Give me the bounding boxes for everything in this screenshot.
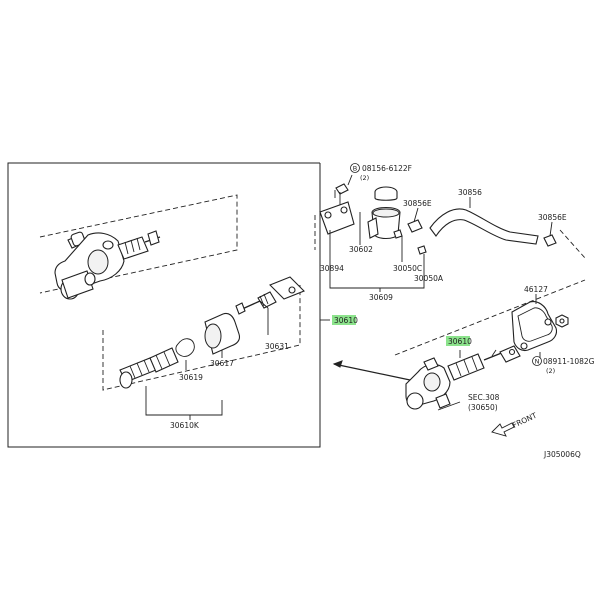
hose-30856 <box>429 197 539 245</box>
label-nut-qty: (2) <box>546 367 555 375</box>
piston-assembly <box>119 347 179 389</box>
label-30610-callout: 30610 <box>334 316 358 325</box>
label-30050C: 30050C <box>393 264 422 273</box>
screw-30050C <box>393 229 403 262</box>
label-30617: 30617 <box>210 359 234 368</box>
exploded-view-frame <box>7 162 321 448</box>
nut-label: N 08911-1082G (2) <box>532 356 595 375</box>
label-30631: 30631 <box>265 342 289 351</box>
dashed-guide-upper <box>39 194 238 294</box>
bolt-label: B 08156-6122F (2) <box>350 163 412 182</box>
label-30894: 30894 <box>320 264 344 273</box>
highlight-30610-callout <box>332 315 356 325</box>
nut-circled-letter: N <box>535 358 540 366</box>
dashed-guide-right-2 <box>559 229 586 259</box>
mounting-bracket-30894 <box>319 190 355 262</box>
label-30856E-right: 30856E <box>538 213 567 222</box>
label-30610K: 30610K <box>170 421 200 430</box>
nut-08911-1082G <box>539 314 569 358</box>
label-30602: 30602 <box>349 245 373 254</box>
seal-30050A <box>417 245 427 272</box>
label-30609: 30609 <box>369 293 393 302</box>
cap-30856E <box>407 207 423 233</box>
dashed-guide-right <box>394 279 586 356</box>
reservoir-30602 <box>359 206 401 245</box>
label-bolt-qty: (2) <box>360 174 369 182</box>
clamp-30856E <box>543 221 557 247</box>
master-cylinder-assembly-left <box>54 230 161 300</box>
label-08911-1082G: 08911-1082G <box>543 357 595 366</box>
label-30856: 30856 <box>458 188 482 197</box>
label-30619: 30619 <box>179 373 203 382</box>
kit-bracket <box>145 386 223 416</box>
highlight-30610-right <box>446 336 470 346</box>
label-30050A: 30050A <box>414 274 444 283</box>
reservoir-assy-bracket <box>329 262 425 289</box>
label-08156-6122F: 08156-6122F <box>362 164 412 173</box>
assembly-arrow <box>332 360 411 381</box>
diagram-code: J305006Q <box>543 450 581 459</box>
master-cylinder-installed <box>405 345 521 411</box>
label-30610-right: 30610 <box>448 337 472 346</box>
bracket-46127 <box>511 294 558 352</box>
snap-ring-30619 <box>175 338 195 370</box>
pushrod-clevis-30631 <box>235 276 305 335</box>
dashed-guide-lower <box>102 285 301 391</box>
boot-30617 <box>204 312 241 358</box>
label-46127: 46127 <box>524 285 548 294</box>
bolt-08156-6122F <box>335 174 353 206</box>
label-30650: (30650) <box>468 403 498 412</box>
front-direction-arrow <box>491 422 515 437</box>
label-30856E-top: 30856E <box>403 199 432 208</box>
bolt-circled-letter: B <box>353 165 357 173</box>
label-sec-308: SEC.308 <box>468 393 500 402</box>
reservoir-cap <box>374 186 398 201</box>
label-front: FRONT <box>511 411 538 430</box>
